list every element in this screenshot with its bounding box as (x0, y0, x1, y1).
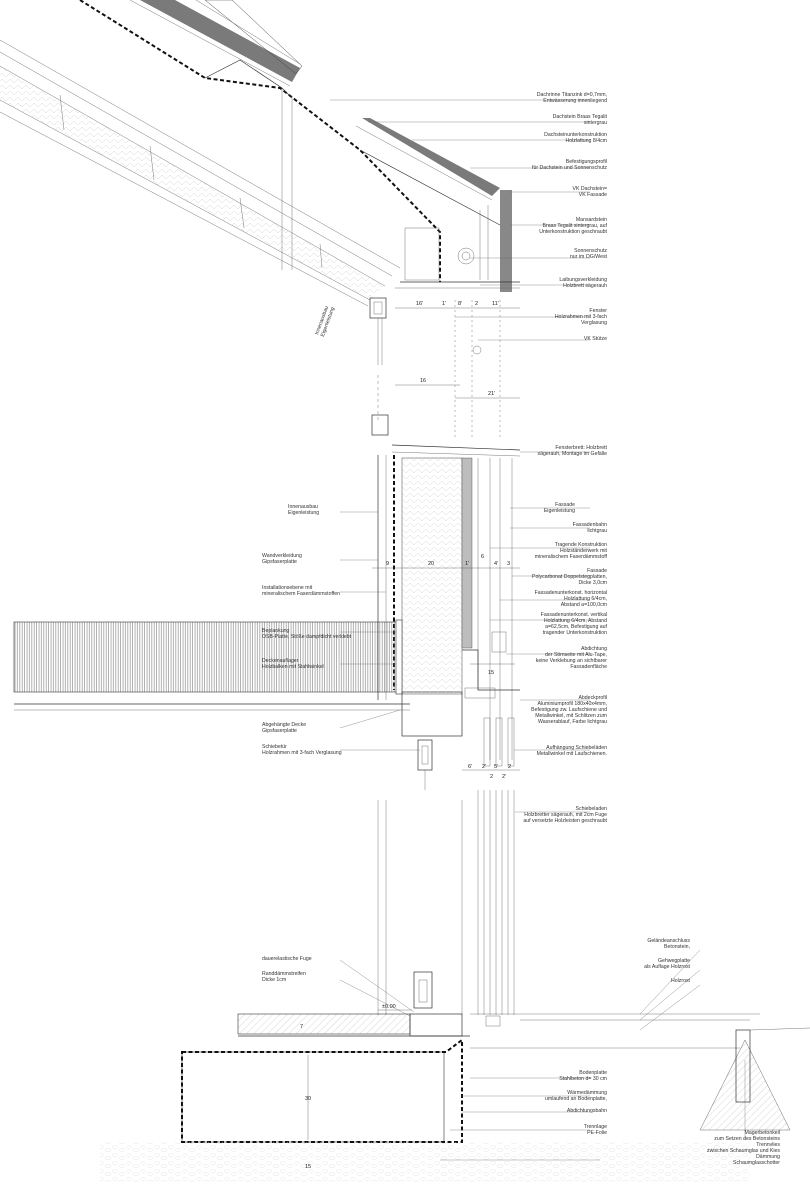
floor-slab-mid: 15 6' 2' 5' 2 2 2' (13, 619, 520, 790)
column-marker (472, 345, 482, 355)
svg-text:Dachrinne Titanzink d=0,7mm,En: Dachrinne Titanzink d=0,7mm,Entwässerung… (537, 92, 607, 104)
dim-mid-b: 21' (488, 391, 495, 397)
svg-text:dauerelastische Fuge: dauerelastische Fuge (262, 956, 312, 962)
svg-text:VK Stütze: VK Stütze (584, 336, 607, 342)
lower-wall-lines (377, 790, 515, 1015)
dim-screed: 7 (300, 1024, 303, 1030)
leader-lines (330, 99, 746, 1161)
dim-gravel: 15 (305, 1164, 311, 1170)
labels-right: Dachrinne Titanzink d=0,7mm,Entwässerung… (523, 92, 780, 1166)
dim-3: 8' (458, 301, 462, 307)
dim-2: 1' (442, 301, 446, 307)
dim-wall-5: 4' (494, 561, 498, 567)
svg-text:VK Dachstein=VK Fassade: VK Dachstein=VK Fassade (573, 186, 608, 198)
dim-shutter-1: 6' (468, 764, 472, 770)
svg-text:Holzrost: Holzrost (671, 978, 691, 984)
dim-sill: 15 (488, 670, 494, 676)
dim-wall-3: 1' (465, 561, 469, 567)
dim-4: 2 (475, 301, 478, 307)
dim-1: 16' (416, 301, 423, 307)
wall-section: 9 20 1' 6 4' 3 (371, 414, 521, 760)
guide-lines (377, 300, 501, 440)
floor-level-mark: ±0.00 (382, 1004, 396, 1010)
dim-shutter-2: 2' (482, 764, 486, 770)
roof-section (0, 0, 520, 365)
door-frame-inner (418, 979, 428, 1003)
rotated-label: Innenausbau Eigenleistung (314, 305, 336, 337)
dim-5: 11' (492, 301, 499, 307)
svg-text:Fassadenunterkonst. horizontal: Fassadenunterkonst. horizontalHolzlattun… (535, 590, 607, 608)
dimension-mid: 16 21' (395, 378, 520, 399)
dim-shutter-5: 2 (490, 774, 493, 780)
dim-shutter-6: 2' (502, 774, 506, 780)
dim-wall-4: 6 (481, 554, 484, 560)
dim-wall-1: 9 (386, 561, 389, 567)
dim-mid-a: 16 (420, 378, 426, 384)
dimension-window-top: 16' 1' 8' 2 11' (395, 301, 520, 309)
dim-wall-2: 20 (428, 561, 434, 567)
dim-shutter-3: 5' (494, 764, 498, 770)
dim-wall-6: 3 (507, 561, 510, 567)
svg-text:Abdichtungsbahn: Abdichtungsbahn (567, 1108, 607, 1114)
dim-shutter-4: 2 (508, 764, 511, 770)
foundation: ±0.00 7 30 15 (100, 1004, 810, 1182)
door-frame-bottom (413, 971, 433, 1009)
